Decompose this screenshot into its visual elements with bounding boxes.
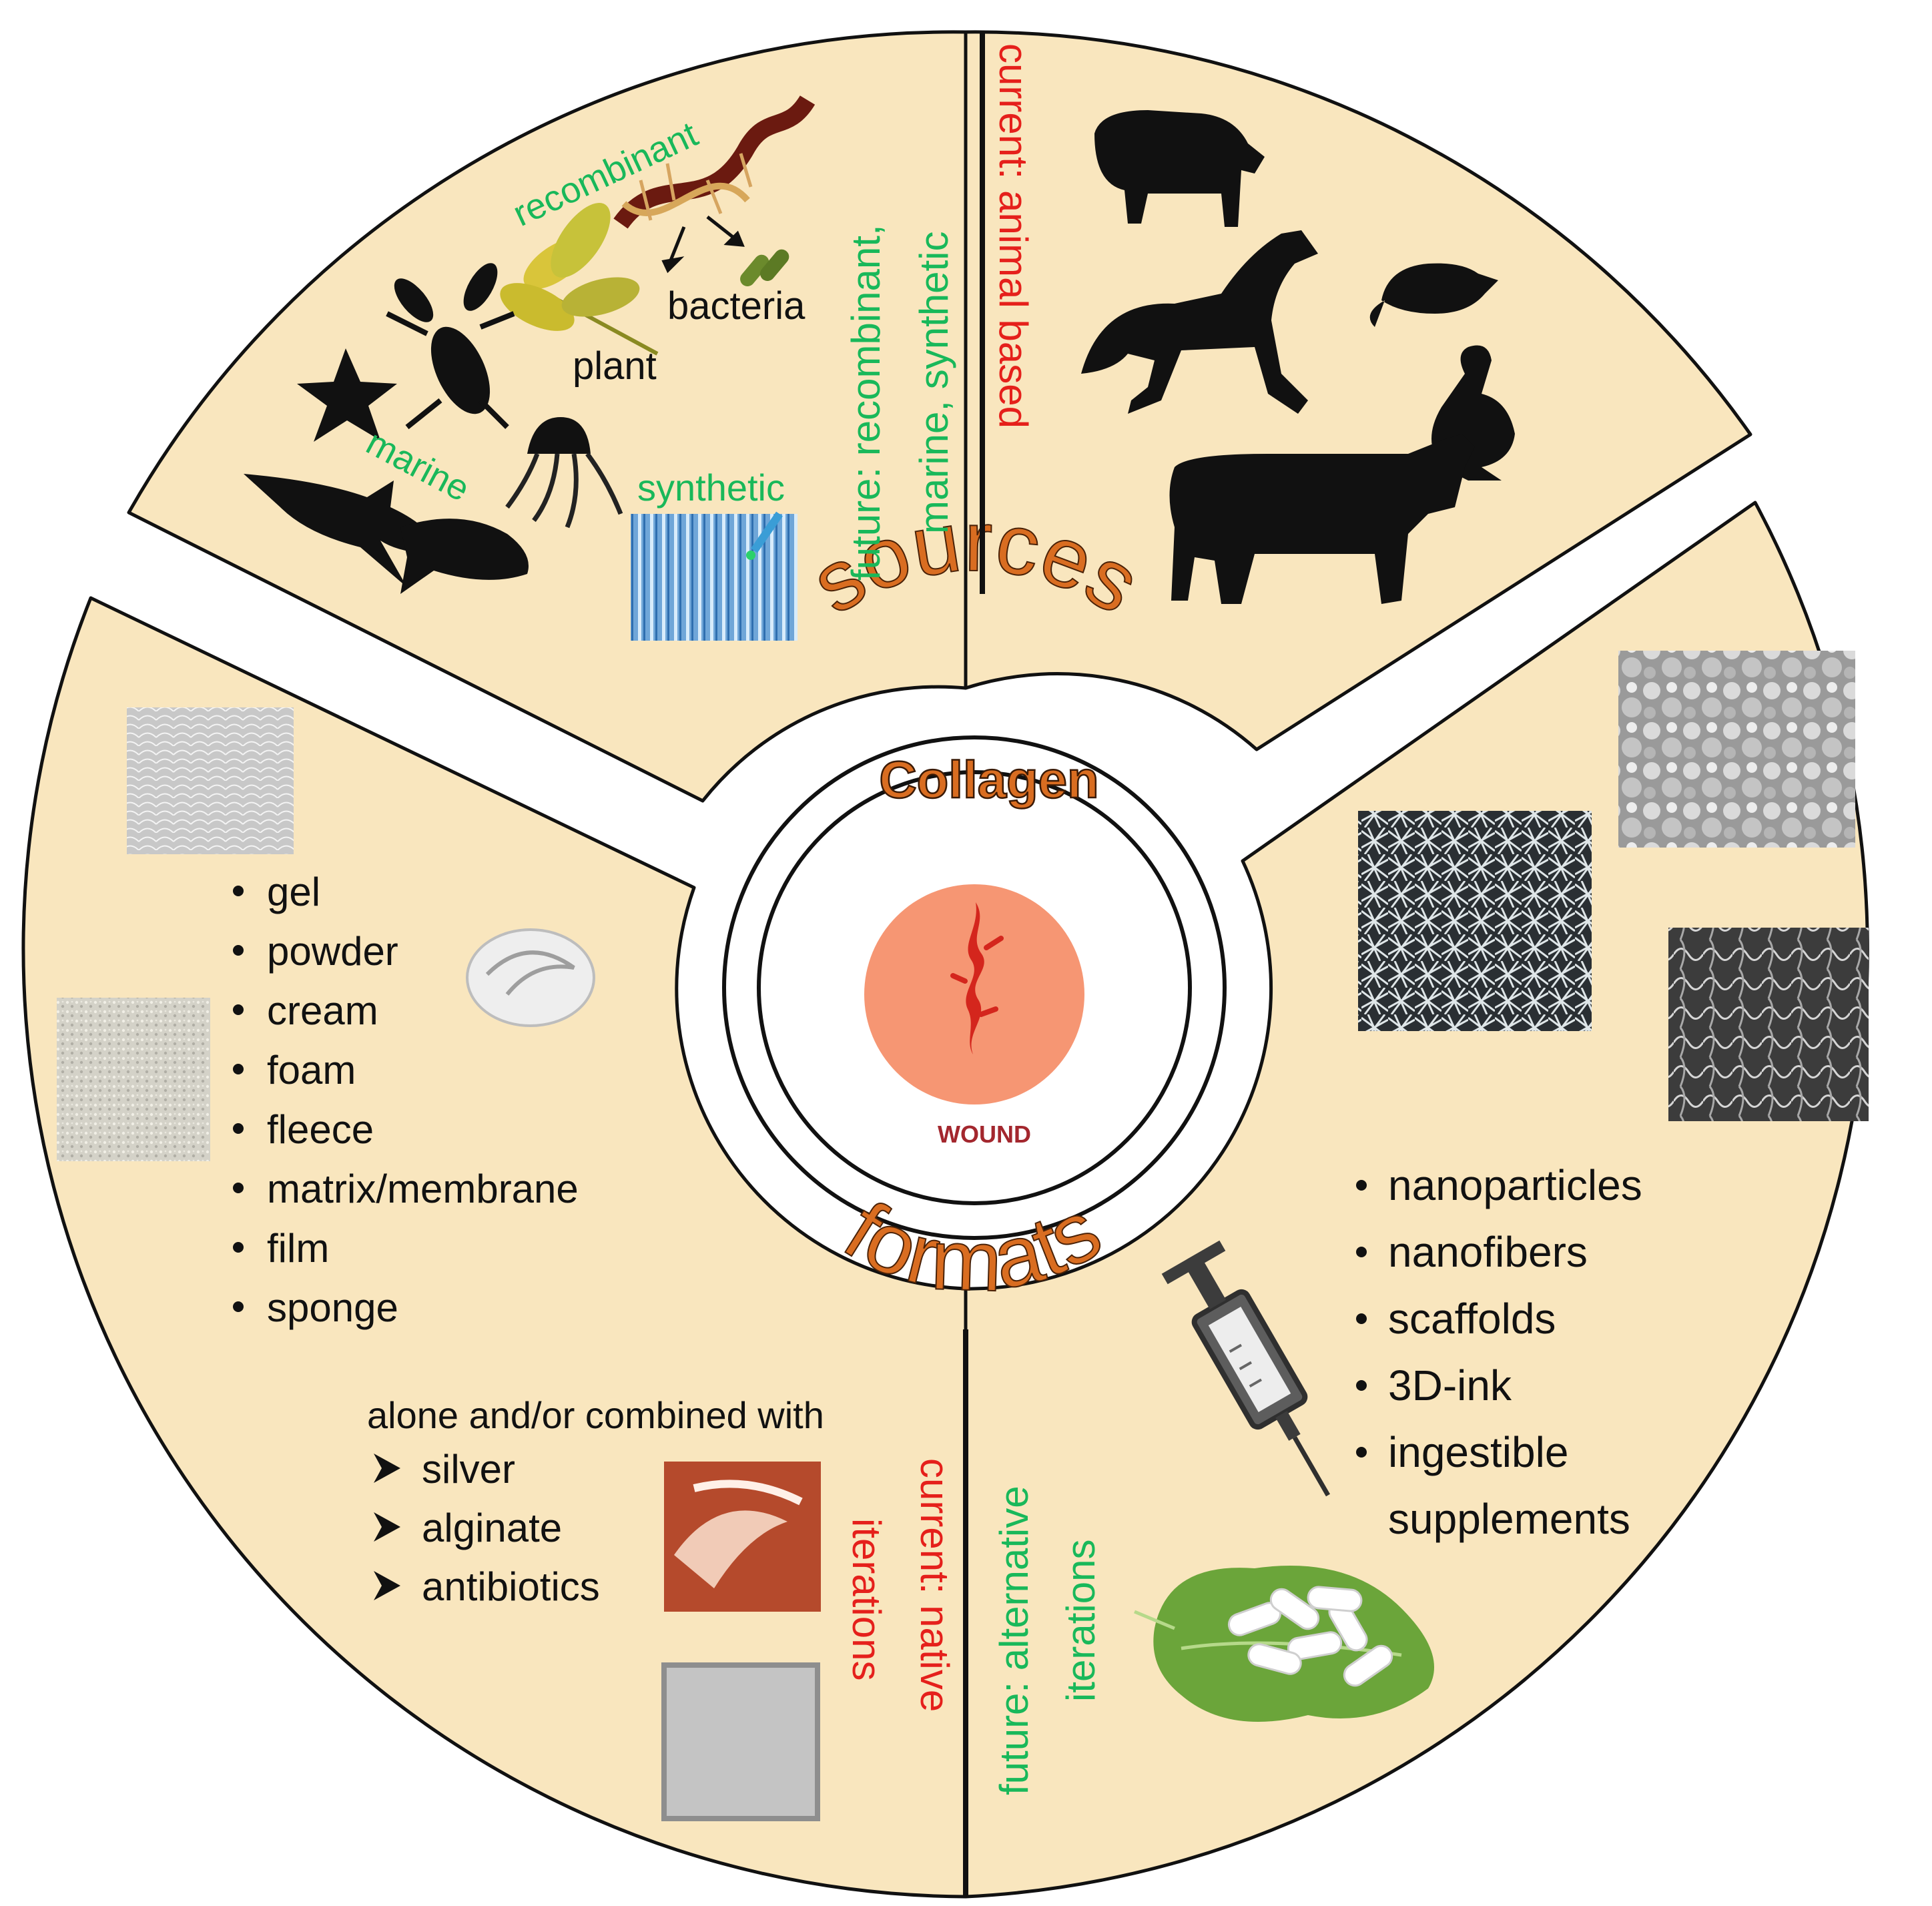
rat-icon xyxy=(1369,263,1498,327)
combined-heading: alone and/or combined with xyxy=(367,1394,824,1436)
starfish-icon xyxy=(297,348,397,442)
label-synthetic: synthetic xyxy=(637,466,785,509)
label-plant: plant xyxy=(573,344,657,388)
ring-label-formats: formats xyxy=(829,1182,1116,1309)
nanofibers-sem-image xyxy=(1358,811,1592,1031)
combined-list-item: silver xyxy=(374,1447,515,1492)
nanoparticles-sem-image xyxy=(1618,651,1855,848)
leaf-icon xyxy=(500,203,659,356)
format-list-item: sponge xyxy=(233,1285,398,1330)
scaffold-sem-image xyxy=(1668,928,1869,1121)
format-list-item: foam xyxy=(233,1048,356,1092)
svg-text:gel: gel xyxy=(267,870,320,914)
bacteria-icon xyxy=(740,249,789,287)
svg-text:fleece: fleece xyxy=(267,1107,374,1152)
future-format-item: nanoparticles xyxy=(1356,1161,1642,1209)
combined-list-item: antibiotics xyxy=(374,1564,600,1609)
svg-text:cream: cream xyxy=(267,988,378,1033)
supplements-image xyxy=(1134,1566,1434,1722)
svg-text:powder: powder xyxy=(267,929,398,974)
jellyfish-icon xyxy=(505,417,623,529)
powder-image xyxy=(57,998,210,1161)
svg-text:alginate: alginate xyxy=(422,1506,562,1550)
shark-icon xyxy=(244,474,440,587)
sources-current-heading: current: animal based xyxy=(991,43,1036,428)
sector-sources-current xyxy=(964,30,1752,751)
formats-future-panel: nanoparticles nanofibers scaffolds 3D-in… xyxy=(992,651,1869,1795)
animal-silhouettes xyxy=(1081,110,1515,604)
formats-current-panel: gel powder cream foam fleece matrix/memb… xyxy=(57,707,957,1821)
sources-current-panel: current: animal based xyxy=(991,43,1515,604)
svg-text:silver: silver xyxy=(422,1447,515,1492)
mesh-image xyxy=(127,707,294,854)
formats-future-heading-line2: iterations xyxy=(1058,1540,1103,1702)
marine-silhouettes xyxy=(244,263,623,594)
svg-text:matrix/membrane: matrix/membrane xyxy=(267,1167,579,1211)
format-list-item: cream xyxy=(233,988,378,1033)
dna-helix-icon xyxy=(613,95,816,229)
formats-future-heading-line1: future: alternative xyxy=(992,1486,1036,1795)
formats-current-heading-line1: current: native xyxy=(912,1458,957,1712)
sources-future-heading-line2: marine, synthetic xyxy=(912,231,956,534)
sources-future-heading-line1: future: recombinant, xyxy=(844,224,888,581)
svg-text:antibiotics: antibiotics xyxy=(422,1564,600,1609)
svg-text:3D-ink: 3D-ink xyxy=(1388,1361,1512,1409)
svg-text:film: film xyxy=(267,1226,329,1271)
future-format-item: ingestible xyxy=(1356,1428,1568,1476)
format-list-item: gel xyxy=(233,870,320,914)
future-format-list: nanoparticles nanofibers scaffolds 3D-in… xyxy=(1356,1161,1642,1543)
combined-list-item: alginate xyxy=(374,1506,562,1550)
svg-text:scaffolds: scaffolds xyxy=(1388,1295,1556,1343)
horse-icon xyxy=(1081,230,1318,414)
combined-list: silver alginate antibiotics xyxy=(374,1447,600,1609)
arrow-icon xyxy=(661,216,745,274)
sponge-image xyxy=(661,1662,820,1821)
pig-icon xyxy=(1094,110,1265,227)
cream-image xyxy=(466,928,595,1027)
svg-text:nanoparticles: nanoparticles xyxy=(1388,1161,1642,1209)
cow-icon xyxy=(1169,434,1475,604)
synthetic-image xyxy=(631,514,797,641)
svg-text:foam: foam xyxy=(267,1048,356,1092)
svg-text:ingestible: ingestible xyxy=(1388,1428,1568,1476)
future-format-item: 3D-ink xyxy=(1356,1361,1512,1409)
lobster-icon xyxy=(386,263,515,430)
center-title: Collagen xyxy=(879,750,1098,809)
format-list-item: fleece xyxy=(233,1107,374,1152)
svg-text:sponge: sponge xyxy=(267,1285,398,1330)
alginate-image xyxy=(664,1462,821,1612)
format-list-item: powder xyxy=(233,929,398,974)
wound-label: WOUND xyxy=(938,1121,1031,1148)
formats-current-heading-line2: iterations xyxy=(844,1518,889,1680)
format-list-item: film xyxy=(233,1226,329,1271)
future-format-item-continuation: supplements xyxy=(1388,1495,1630,1543)
format-list: gel powder cream foam fleece matrix/memb… xyxy=(233,870,579,1330)
syringe-icon xyxy=(1161,1240,1331,1497)
label-bacteria: bacteria xyxy=(667,284,806,328)
format-list-item: matrix/membrane xyxy=(233,1167,579,1211)
svg-text:nanofibers: nanofibers xyxy=(1388,1228,1588,1276)
fish-icon xyxy=(400,519,529,594)
future-format-item: nanofibers xyxy=(1356,1228,1588,1276)
future-format-item: scaffolds xyxy=(1356,1295,1556,1343)
